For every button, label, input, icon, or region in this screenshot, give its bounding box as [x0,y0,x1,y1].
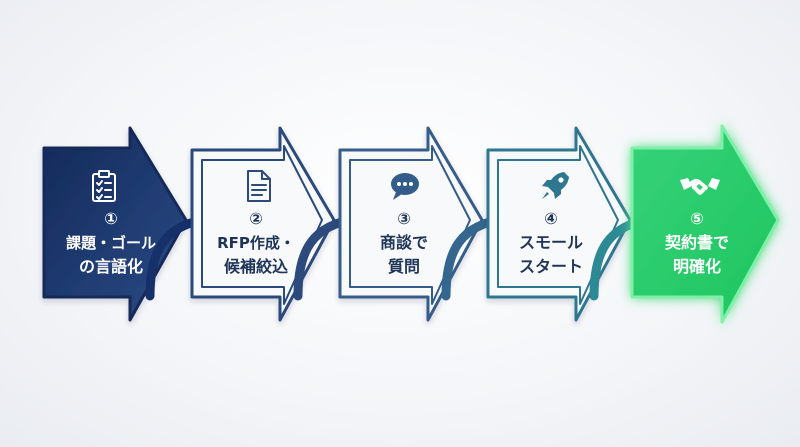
step-4-title-line1: スモール [518,233,583,252]
step-4-number: ④ [544,209,558,228]
rocket-icon [542,172,569,199]
chat-bubble-icon [391,173,419,200]
step-2-title-line1: RFP作成・ [217,234,295,252]
step-5-title-line1: 契約書で [664,233,729,252]
handshake-icon [680,178,720,195]
step-2-number: ② [249,209,263,228]
step-5-label: ⑤ 契約書で 明確化 [637,209,757,279]
document-icon [247,170,271,202]
clipboard-checklist-icon [92,170,116,202]
step-5-shape [630,124,780,324]
step-3-title-line2: 質問 [387,257,420,276]
step-2-title-line2: 候補絞込 [223,257,288,276]
step-3-number: ③ [397,209,411,228]
step-4-title-line2: スタート [518,257,583,276]
step-1-label: ① 課題・ゴール の言語化 [51,209,171,279]
step-1-number: ① [104,209,118,228]
step-3-title-line1: 商談で [379,233,428,252]
step-3-label: ③ 商談で 質問 [344,209,464,279]
step-5-title-line2: 明確化 [672,257,721,276]
step-1-title-line1: 課題・ゴール [65,234,156,252]
step-4-label: ④ スモール スタート [491,209,611,279]
step-2-label: ② RFP作成・ 候補絞込 [196,209,316,279]
step-1-title-line2: の言語化 [78,257,143,276]
step-5-number: ⑤ [690,209,704,228]
